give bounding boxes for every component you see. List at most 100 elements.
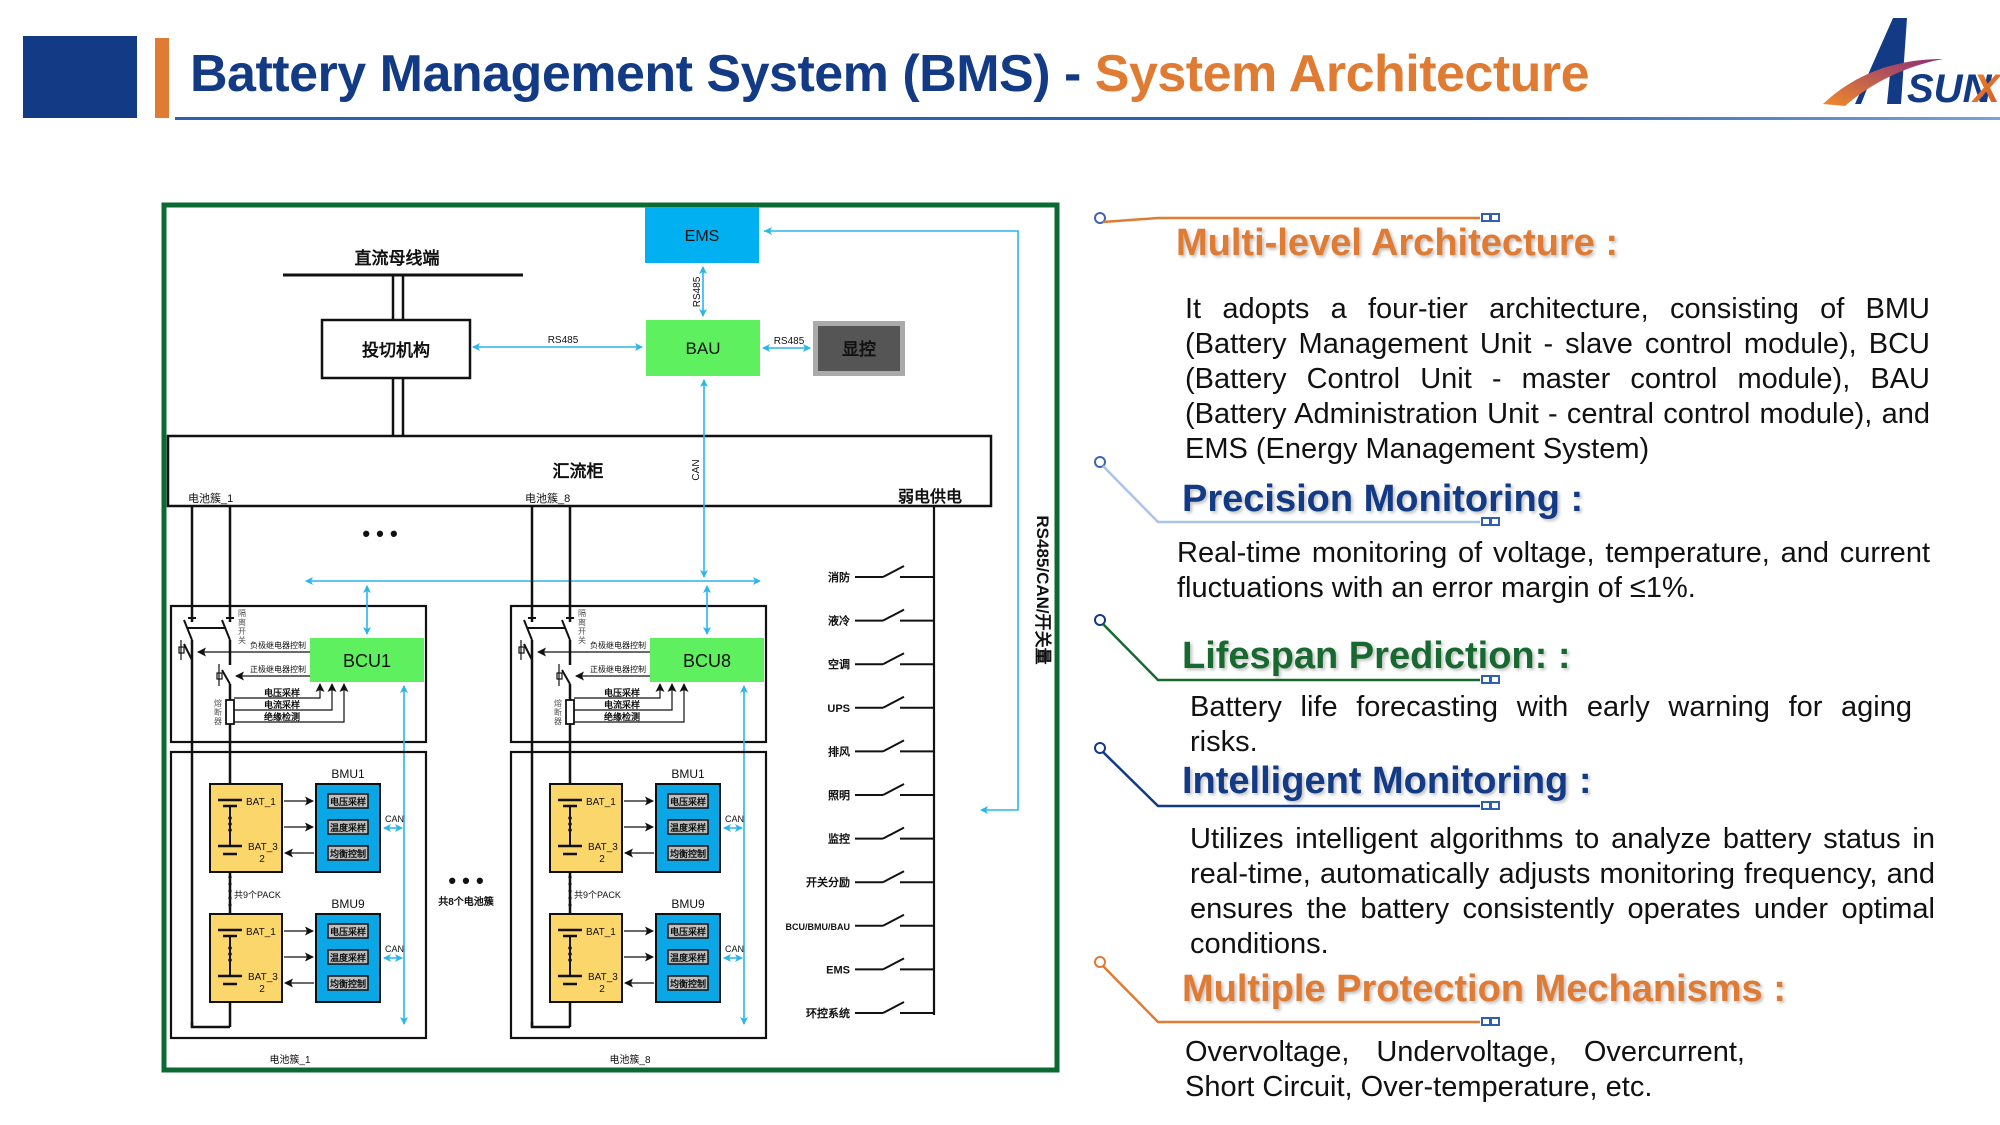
ems-label: EMS [685, 228, 720, 245]
bmu-function-label: 温度采样 [670, 822, 706, 833]
side-link-line [764, 230, 1019, 811]
bcu-enclosure [509, 604, 768, 744]
bmu-function-box [667, 819, 709, 835]
pack-count-label: 共9个PACK [574, 890, 621, 900]
combiner-cabinet-label: 汇流柜 [553, 461, 604, 481]
signal-label: 电压采样 [264, 687, 300, 698]
neg-relay-switch [523, 643, 533, 661]
signal-line [574, 683, 689, 723]
signal-line [574, 683, 677, 711]
battery-pack [549, 913, 623, 1003]
bmu-function-box [327, 923, 369, 939]
isolation-switch-label: 关 [578, 635, 586, 645]
fuse-label: 断 [554, 707, 562, 717]
bmu-label: BMU9 [671, 897, 705, 911]
load-switch [882, 826, 905, 840]
ems-bau-rs485: RS485 [692, 276, 703, 307]
load-switch [882, 739, 905, 753]
switch-mechanism-label: 投切机构 [362, 340, 430, 360]
bcu-box [650, 638, 764, 682]
isolation-switch-label: 离 [238, 617, 246, 627]
neg-relay-label: 负极继电器控制 [250, 640, 306, 650]
battery-pack [209, 913, 283, 1003]
bmu-function-label: 温度采样 [330, 952, 366, 963]
isolation-switch-label: 开 [238, 627, 246, 636]
logo-x: X [1971, 67, 2000, 111]
logo-text: SUN [1907, 67, 1993, 111]
bat-bottom-label: BAT_3 [588, 972, 618, 983]
isolation-switch-label: 隔 [238, 609, 246, 618]
section-title: Multi-level Architecture : [1176, 222, 1619, 264]
fuse-label: 熔 [554, 698, 562, 708]
load-label: 环控系统 [806, 1006, 850, 1020]
load-label: 消防 [828, 570, 850, 584]
switch-bau-rs485: RS485 [548, 335, 579, 346]
bat-bottom-label: BAT_3 [248, 842, 278, 853]
bat-bottom-label-2: 2 [599, 854, 605, 865]
pack-count-label: 共9个PACK [234, 890, 281, 900]
section-title: Lifespan Prediction: : [1182, 635, 1571, 677]
bmu-function-box [667, 793, 709, 809]
bmu-can-label: CAN [385, 944, 404, 954]
isolation-switch-blade [523, 619, 533, 641]
section-body: Battery life forecasting with early warn… [1190, 691, 1912, 758]
top-ellipsis: • • • [362, 521, 397, 546]
display-control-label: 显控 [842, 339, 876, 359]
fuse-label: 器 [214, 717, 222, 726]
bmu-function-box [327, 975, 369, 991]
bat-top-label: BAT_1 [586, 927, 616, 938]
signal-line [234, 683, 325, 699]
middle-ellipsis: • • • [448, 868, 483, 893]
load-label: 空调 [828, 657, 850, 671]
battery-pack [209, 783, 283, 873]
bmu-function-label: 电压采样 [670, 926, 706, 937]
battery-cluster-1: 隔离开关熔断器BCU1负极继电器控制正极继电器控制电压采样电流采样绝缘检测BAT… [169, 506, 428, 1066]
bmu-can-label: CAN [725, 944, 744, 954]
bat-top-label: BAT_1 [246, 797, 276, 808]
isolation-switch-label: 离 [578, 617, 586, 627]
section-body: Utilizes intelligent algorithms to analy… [1190, 823, 1935, 960]
diagram-frame [161, 202, 1060, 1073]
page-title: Battery Management System (BMS) - System… [190, 44, 1590, 104]
header-orange-bar [155, 38, 169, 118]
section-title: Intelligent Monitoring : [1182, 760, 1592, 802]
neg-relay-switch [183, 643, 193, 661]
battery-cluster-8: 隔离开关熔断器BCU8负极继电器控制正极继电器控制电压采样电流采样绝缘检测BAT… [509, 506, 768, 1066]
isolation-switch-blade [183, 619, 193, 641]
bmu-function-label: 电压采样 [330, 796, 366, 807]
side-link-label: RS485/CAN/开关量 [1033, 515, 1053, 664]
title-main: Battery Management System (BMS) - [190, 45, 1095, 103]
battery-pack [549, 783, 623, 873]
load-switch [882, 783, 905, 796]
isolation-switch-label: 开 [578, 627, 586, 636]
bcu-enclosure [169, 604, 428, 744]
bat-bottom-label-2: 2 [259, 854, 265, 865]
bmu-function-label: 均衡控制 [330, 848, 366, 859]
load-switch [882, 870, 905, 884]
pos-relay-switch [221, 669, 231, 685]
fuse-label: 断 [214, 707, 222, 717]
load-switch [882, 608, 905, 622]
section-body: Overvoltage, Undervoltage, Overcurrent, … [1185, 1036, 1745, 1103]
signal-line [574, 683, 665, 699]
signal-label: 绝缘检测 [604, 711, 640, 722]
signal-line [234, 683, 337, 711]
section-title: Multiple Protection Mechanisms : [1182, 968, 1786, 1010]
pack-enclosure [509, 750, 768, 1040]
section-body: Real-time monitoring of voltage, tempera… [1177, 537, 1930, 604]
load-switch [882, 913, 905, 927]
bau-can-label: CAN [691, 459, 702, 480]
bat-bottom-label: BAT_3 [248, 972, 278, 983]
bmu-function-label: 均衡控制 [670, 978, 706, 989]
load-switch [882, 1001, 905, 1014]
pos-relay-label: 正极继电器控制 [250, 664, 306, 674]
load-label: 照明 [828, 789, 850, 802]
bcu-label: BCU1 [343, 651, 391, 671]
isolation-switch-label: 隔 [578, 609, 586, 618]
load-switch [882, 695, 905, 709]
load-label: UPS [827, 703, 850, 715]
bmu-function-box [327, 949, 369, 965]
bmu-function-box [667, 845, 709, 861]
load-label: 监控 [828, 832, 850, 846]
bmu-function-box [327, 793, 369, 809]
